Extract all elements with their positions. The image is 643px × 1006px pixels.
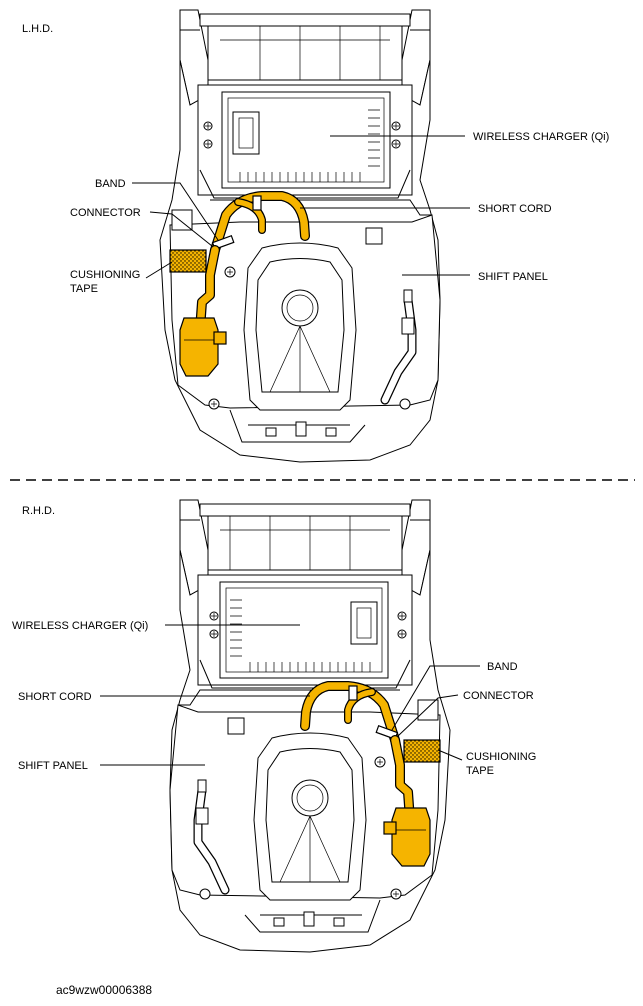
lhd-cushioning-tape-leader [145,261,173,279]
rhd-connector-leader [397,694,459,737]
figure-code: ac9wzw00006388 [56,983,152,997]
rhd-label-short-cord: SHORT CORD [18,691,92,703]
lhd-title: L.H.D. [22,23,53,35]
lhd-label-short-cord: SHORT CORD [478,203,552,215]
lhd-band-leader [132,182,219,241]
rhd-label-connector: CONNECTOR [463,690,534,702]
rhd-band-leader [391,665,480,731]
rhd-section: R.H.D. WIRELESS CHARGER (Qi) BAND CONNEC… [12,500,536,952]
rhd-label-cushioning-tape-line2: TAPE [466,765,494,777]
lhd-label-cushioning-tape-line2: TAPE [70,283,98,295]
lhd-console-drawing [160,10,440,462]
rhd-label-shift-panel: SHIFT PANEL [18,760,88,772]
rhd-label-band: BAND [487,661,518,673]
rhd-cushioning-tape-leader [437,749,463,761]
rhd-title: R.H.D. [22,505,55,517]
lhd-section: L.H.D. WIRELESS CHARGER (Qi) BAND CONNEC… [22,10,609,462]
lhd-connector-leader [149,211,213,247]
lhd-label-band: BAND [95,178,126,190]
rhd-label-wireless-charger: WIRELESS CHARGER (Qi) [12,620,148,632]
lhd-label-wireless-charger: WIRELESS CHARGER (Qi) [473,131,609,143]
lhd-label-shift-panel: SHIFT PANEL [478,271,548,283]
rhd-label-cushioning-tape-line1: CUSHIONING [466,751,536,763]
lhd-label-cushioning-tape-line1: CUSHIONING [70,269,140,281]
lhd-label-connector: CONNECTOR [70,207,141,219]
